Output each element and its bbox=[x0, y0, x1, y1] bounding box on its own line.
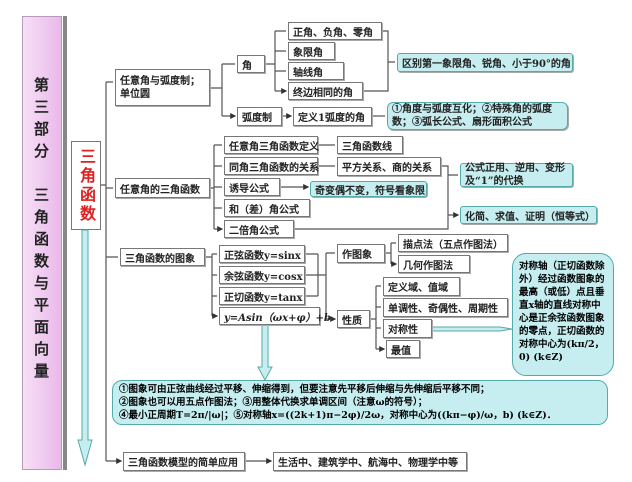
note-asin: ①图象可由正弦曲线经过平移、伸缩得到，但要注意先平移后伸缩与先伸缩后平移不同； … bbox=[112, 380, 608, 425]
node-angle: 角 bbox=[237, 55, 265, 73]
node-arbitrary-angle-radian: 任意角与弧度制；单位圆 bbox=[115, 69, 210, 106]
note-formula-use: 公式正用、逆用、变形及“1”的代换 bbox=[460, 163, 573, 187]
note-radian: ①角度与弧度互化；②特殊角的弧度数；③弧长公式、扇形面积公式 bbox=[387, 102, 568, 130]
node-trig-item: 诱导公式 bbox=[224, 178, 280, 196]
node-draw: 作图象 bbox=[337, 244, 385, 263]
note-line: ①图象可由正弦曲线经过平移、伸缩得到，但要注意先平移后伸缩与先伸缩后平移不同； bbox=[119, 384, 490, 395]
node-prop: 最值 bbox=[386, 340, 420, 358]
node-angle-child: 终边相同的角 bbox=[288, 82, 363, 100]
node-arbitrary-trig: 任意角的三角函数 bbox=[115, 178, 210, 198]
node-trig-model: 三角函数模型的简单应用 bbox=[123, 452, 245, 471]
node-func: 正切函数y=tanx bbox=[219, 287, 305, 305]
node-func: 正弦函数y=sinx bbox=[219, 245, 305, 263]
node-func: y=Asin（ωx+φ）+b bbox=[219, 307, 331, 325]
node-trig-item: 和（差）角公式 bbox=[224, 199, 310, 217]
node-relations: 平方关系、商的关系 bbox=[337, 157, 441, 176]
divider bbox=[63, 16, 67, 470]
note-angle: 区别第一象限角、锐角、小于90°的角 bbox=[397, 53, 573, 72]
node-trig-lines: 三角函数线 bbox=[337, 136, 403, 154]
node-radian-def: 定义1弧度的角 bbox=[293, 107, 372, 126]
node-prop: 单调性、奇偶性、周期性 bbox=[383, 298, 508, 317]
node-prop: 对称性 bbox=[383, 319, 432, 338]
side-title: 第三部分 三角函数与平面向量 bbox=[32, 77, 50, 385]
note-simplify: 化简、求值、证明（恒等式） bbox=[460, 206, 597, 224]
node-angle-child: 轴线角 bbox=[288, 62, 344, 80]
node-trig-graph: 三角函数的图象 bbox=[120, 248, 205, 266]
note-symmetry: 对称轴（正切函数除外）经过函数图象的最高（或低）点且垂直x轴的直线对称中心是正余… bbox=[512, 253, 614, 376]
node-draw-method: 描点法（五点作图法） bbox=[398, 234, 508, 252]
note-induction: 奇变偶不变，符号看象限 bbox=[310, 181, 427, 197]
node-applications: 生活中、建筑学中、航海中、物理学中等 bbox=[273, 452, 467, 471]
node-prop: 定义域、值域 bbox=[383, 277, 460, 296]
node-trig-item: 任意角三角函数定义 bbox=[224, 136, 319, 154]
node-func: 余弦函数y=cosx bbox=[219, 266, 305, 284]
node-props: 性质 bbox=[337, 310, 370, 328]
node-draw-method: 几何作图法 bbox=[398, 255, 470, 273]
side-title-strip: 第三部分 三角函数与平面向量 bbox=[22, 16, 62, 470]
note-line: ②图象也可以用五点作图法；③用整体代换求单调区间（注意ω的符号）； bbox=[119, 397, 428, 408]
node-trig-item: 二倍角公式 bbox=[224, 220, 294, 238]
node-angle-child: 正角、负角、零角 bbox=[288, 22, 382, 40]
node-radian: 弧度制 bbox=[237, 107, 282, 126]
note-line: ④最小正周期T=2π/|ω|；⑤对称轴x=((2k+1)π−2φ)/2ω，对称中… bbox=[119, 410, 557, 421]
node-angle-child: 象限角 bbox=[288, 42, 335, 60]
node-trig-item: 同角三角函数的关系 bbox=[224, 157, 319, 175]
